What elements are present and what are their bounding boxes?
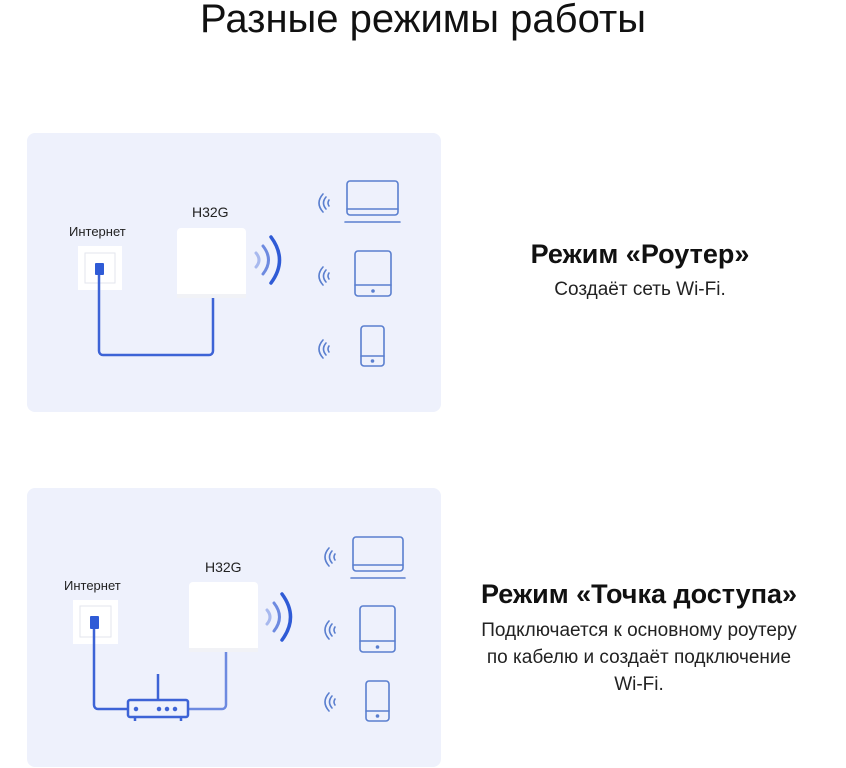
wifi-waves-icon <box>254 235 282 285</box>
wifi-small-icon <box>318 339 330 359</box>
wifi-small-icon <box>324 547 336 567</box>
mode-heading: Режим «Точка доступа» <box>480 579 798 609</box>
tablet-icon <box>359 605 396 653</box>
h32g-device-icon <box>177 228 246 298</box>
internet-label: Интернет <box>69 224 126 239</box>
internet-label: Интернет <box>64 578 121 593</box>
router-mode-diagram: Интернет H32G <box>27 133 441 412</box>
cable <box>92 629 128 711</box>
wifi-small-icon <box>324 692 336 712</box>
tablet-icon <box>354 250 392 297</box>
main-router-icon <box>126 674 190 721</box>
mode-heading: Режим «Роутер» <box>530 239 750 269</box>
cable <box>188 652 228 711</box>
access-point-mode-diagram: Интернет H32G <box>27 488 441 767</box>
cable <box>97 275 215 357</box>
laptop-icon <box>350 536 406 579</box>
mode-description: Создаёт сеть Wi-Fi. <box>554 279 726 300</box>
wifi-small-icon <box>324 620 336 640</box>
page-title: Разные режимы работы <box>199 0 647 41</box>
wifi-small-icon <box>318 266 330 286</box>
device-model-label: H32G <box>205 559 242 575</box>
router-mode-info: Режим «Роутер» Создаёт сеть Wi-Fi. <box>440 238 840 303</box>
phone-icon <box>360 325 385 367</box>
laptop-icon <box>344 180 401 223</box>
device-model-label: H32G <box>192 204 229 220</box>
ethernet-outlet-icon <box>73 600 118 644</box>
wifi-small-icon <box>318 193 330 213</box>
phone-icon <box>365 680 390 722</box>
access-point-mode-info: Режим «Точка доступа» Подключается к осн… <box>438 578 840 698</box>
mode-description: Подключается к основному роутеру по кабе… <box>481 620 797 695</box>
wifi-waves-icon <box>265 592 293 642</box>
h32g-device-icon <box>189 582 258 652</box>
